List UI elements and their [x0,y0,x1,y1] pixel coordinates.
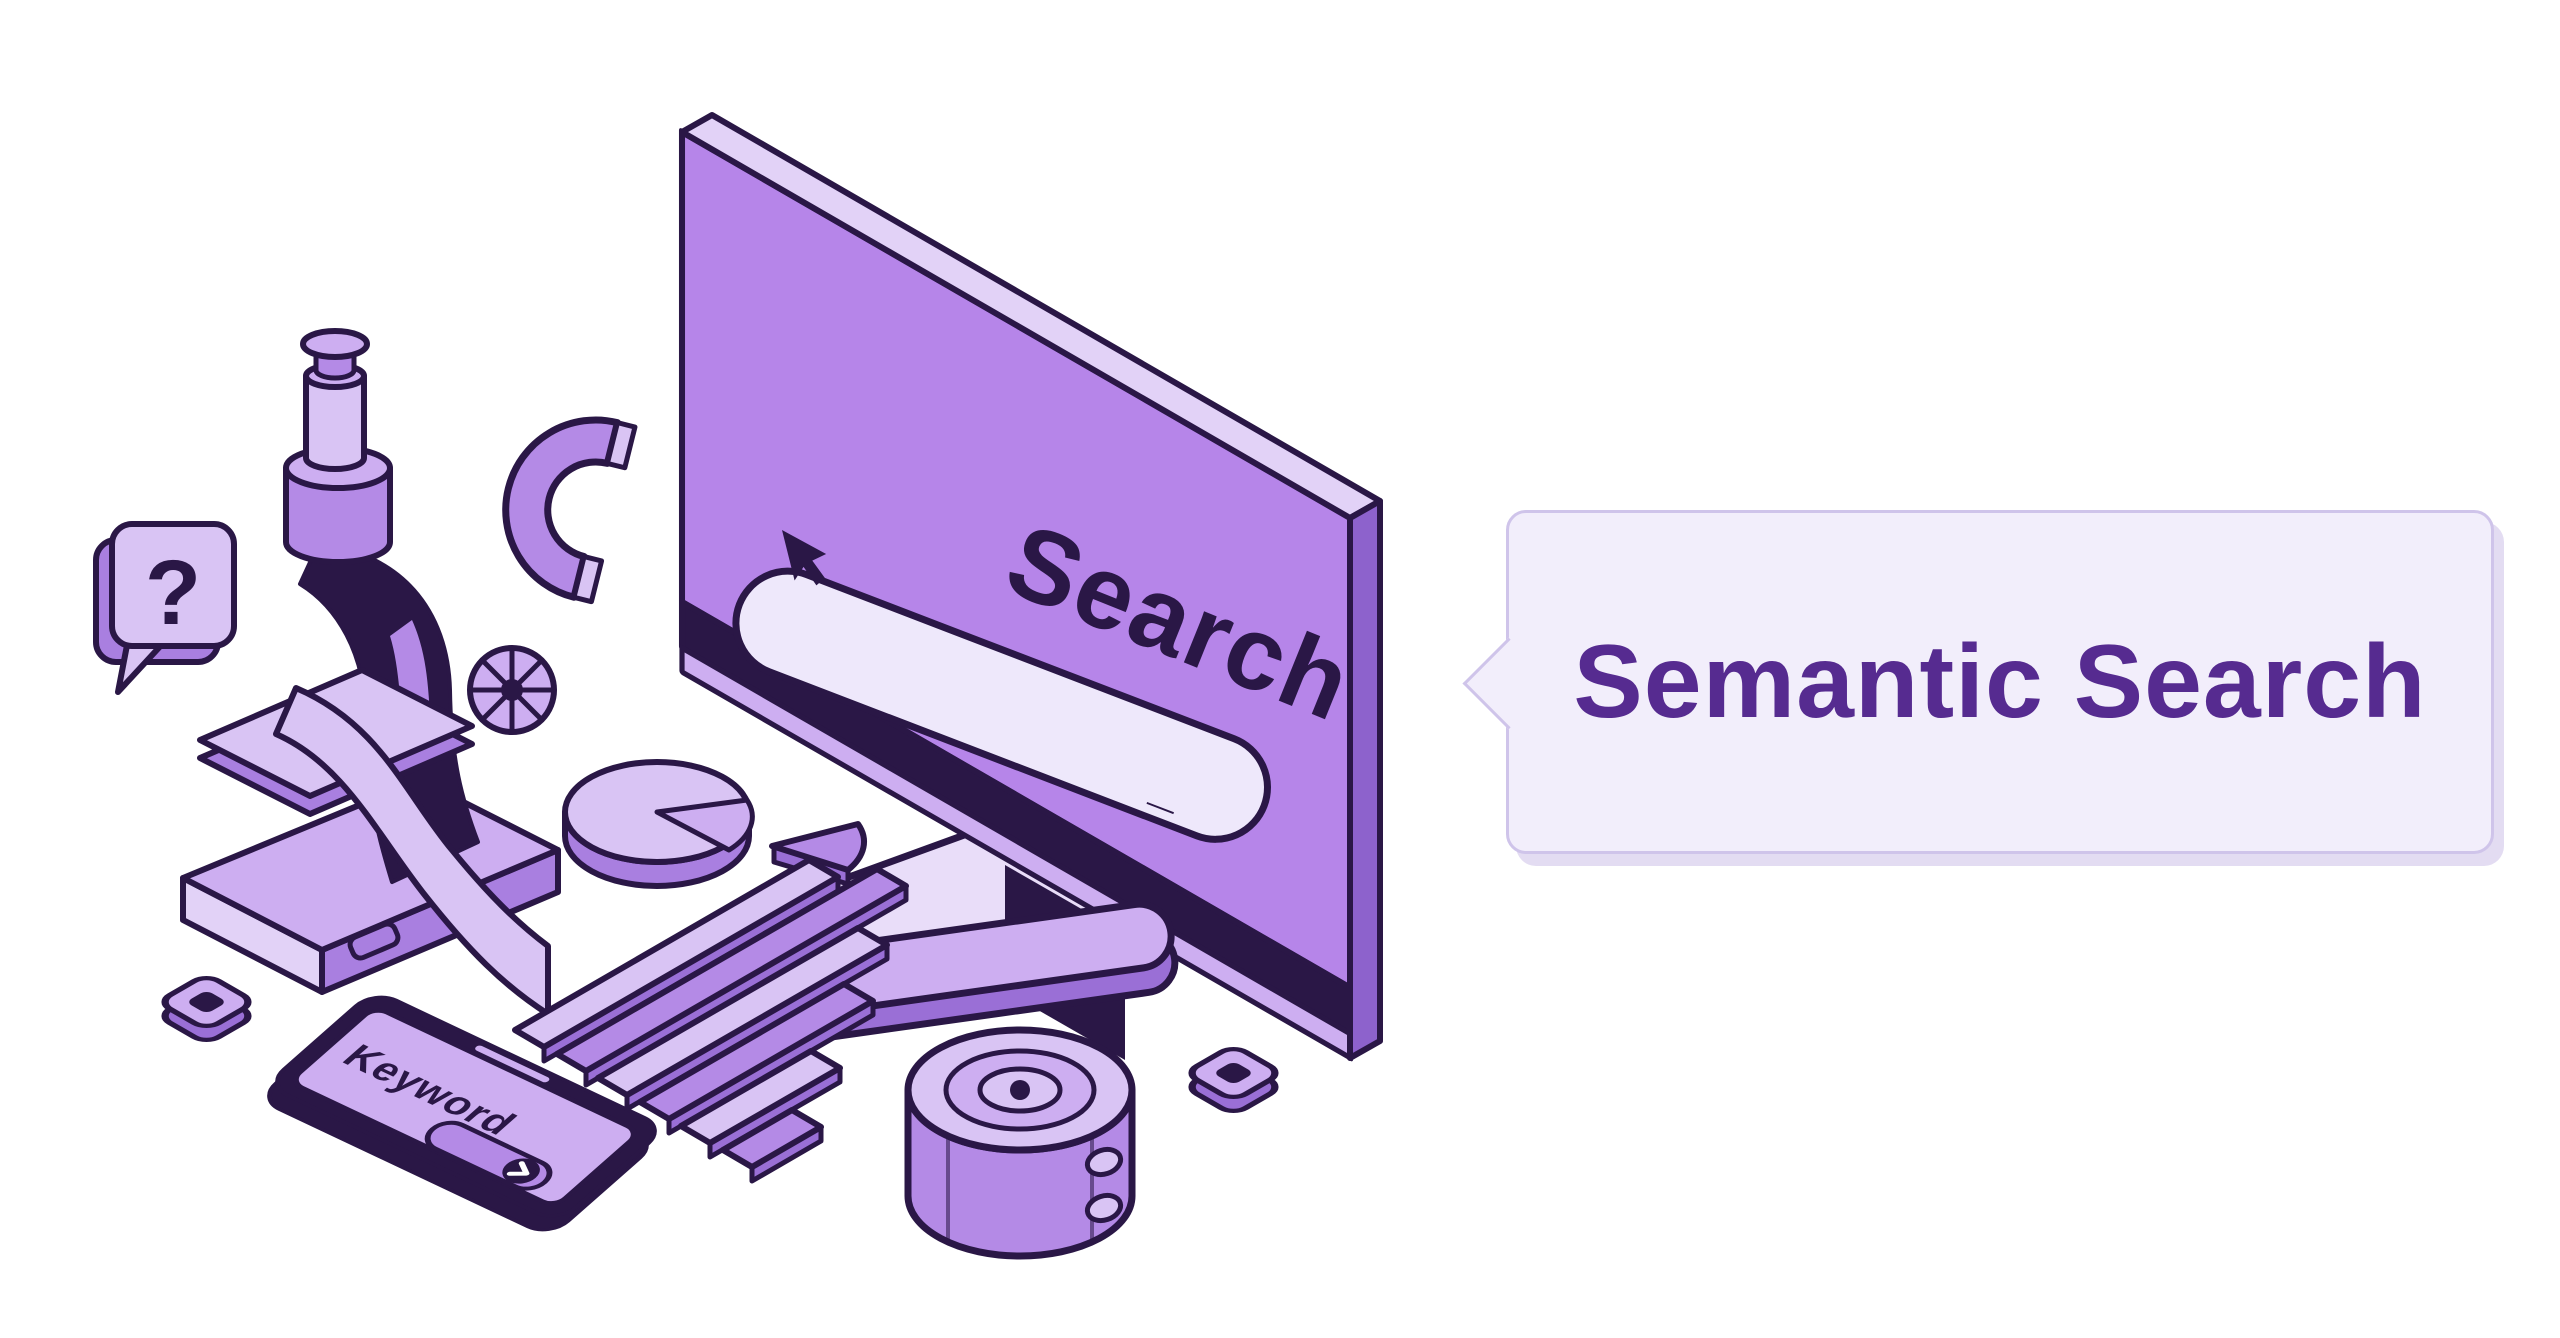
lens-cylinder [904,1026,1136,1260]
lens-dot [1010,1080,1030,1100]
phone-screen [292,1008,637,1206]
magnet-icon [502,416,638,605]
smartphone: Keyword [267,995,657,1232]
bar [512,857,841,1050]
bar [720,1107,824,1170]
monitor: _ Search [678,112,1383,1062]
callout-label: Semantic Search [1573,623,2427,740]
monitor-side-edge [1347,498,1383,1061]
phone-button [502,1158,540,1184]
bar-chart [512,857,909,1184]
phone-speaker [475,1045,550,1083]
base-label [347,921,401,961]
pie-slice [769,821,867,873]
cylinder-button [1084,1192,1124,1224]
cube-button-right [1188,1046,1279,1114]
focus-wheel [467,645,557,735]
bar [678,1048,843,1146]
cube-button-left [161,975,252,1043]
question-bubble: ? [93,521,237,695]
pie-chart [562,759,867,889]
callout-bubble: Semantic Search [1506,510,2494,854]
question-mark-icon: ? [145,542,201,644]
bar [595,925,890,1098]
bar [637,981,876,1122]
pie-wedge [654,797,755,853]
microscope-eyepiece [303,373,367,472]
search-bar: _ [732,567,1271,843]
cylinder-button [1084,1146,1124,1178]
chevron-right-icon [506,1161,530,1176]
bar [554,866,909,1074]
microscope-head [283,465,393,565]
eyepiece-knob [300,328,370,360]
cursor-icon [782,530,827,586]
microscope [180,328,561,995]
